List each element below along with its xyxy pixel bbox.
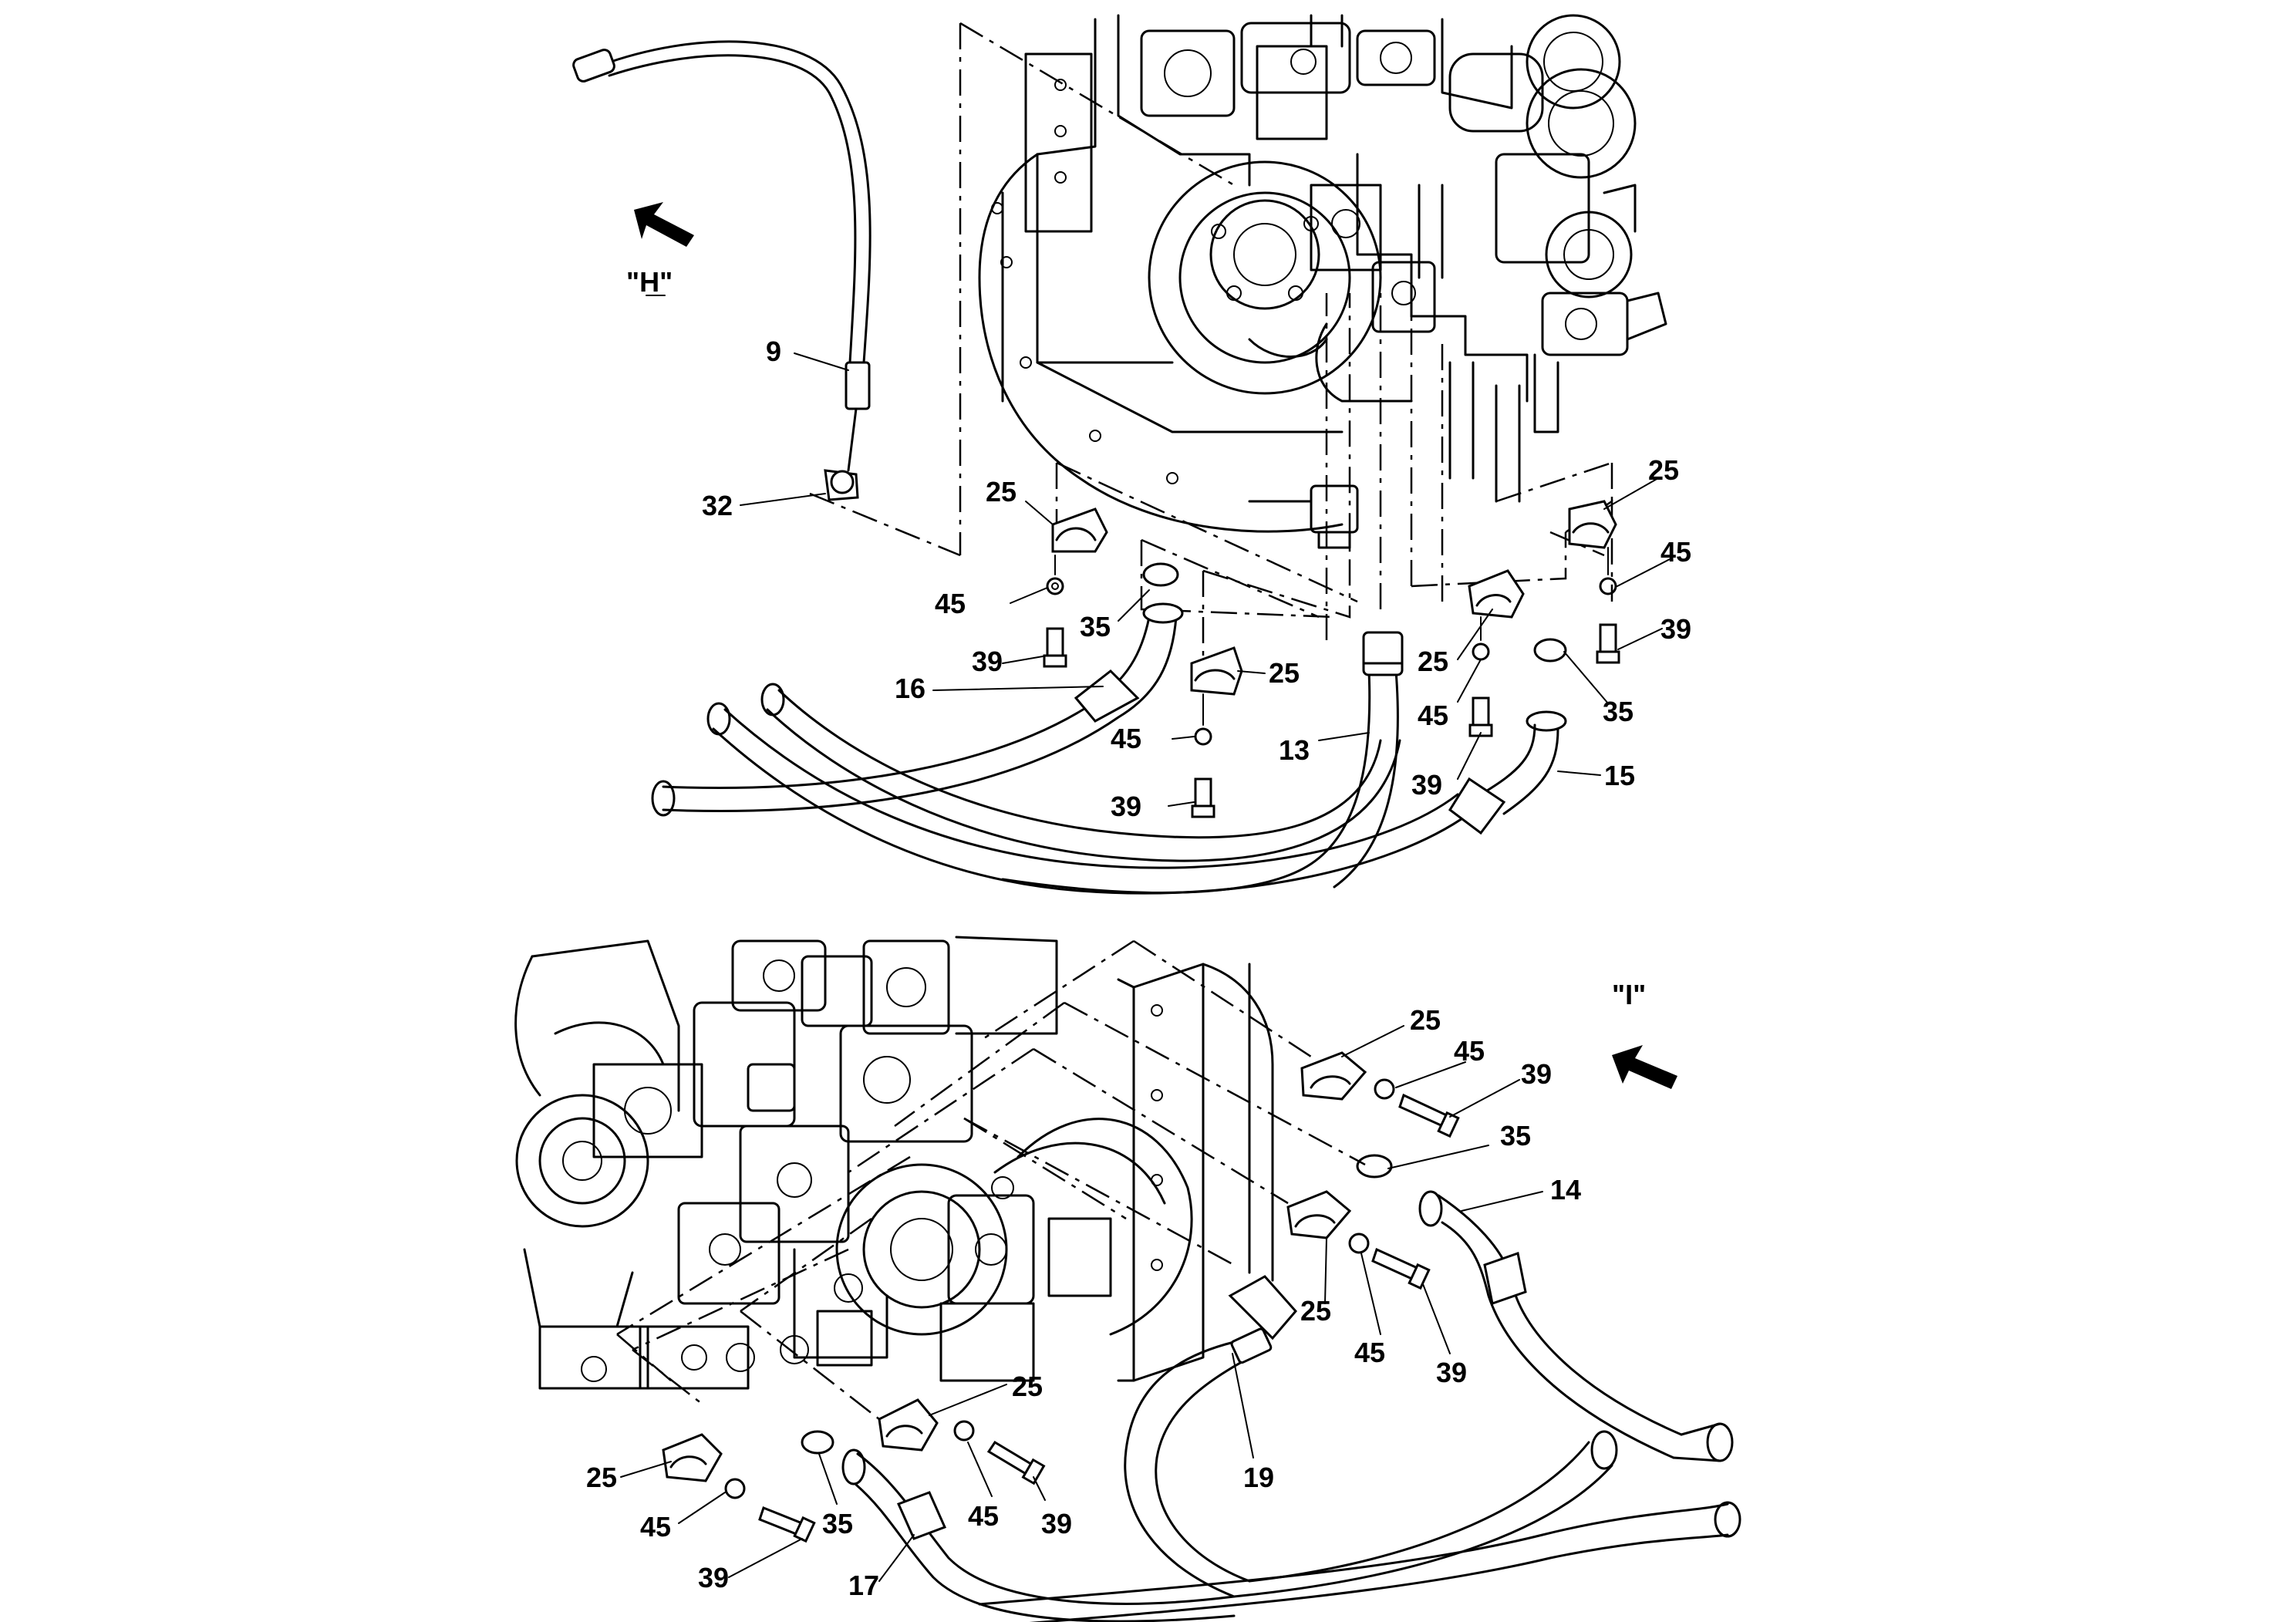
hose-13 <box>1001 631 1404 894</box>
callout-39: 39 <box>1521 1058 1552 1090</box>
callout-45: 45 <box>1454 1035 1485 1067</box>
hose-15 <box>1448 638 1567 835</box>
callout-25: 25 <box>1648 454 1679 486</box>
callout-16: 16 <box>895 673 925 704</box>
hose-16 <box>651 562 1184 817</box>
callout-39: 39 <box>1436 1357 1467 1388</box>
clamp-25-b2 <box>1286 1190 1431 1290</box>
top-view-assembly <box>572 14 1667 895</box>
callout-25: 25 <box>1269 657 1300 689</box>
clamp-25-right-b <box>1568 500 1620 664</box>
callout-45: 45 <box>1418 700 1448 731</box>
callout-19: 19 <box>1243 1462 1274 1493</box>
view-label-i: "I" <box>1612 979 1646 1010</box>
callout-14: 14 <box>1550 1174 1581 1206</box>
clamp-25-mid <box>1190 646 1243 818</box>
clamp-25-b4 <box>662 1433 816 1543</box>
callout-45: 45 <box>640 1511 671 1543</box>
hose-19 <box>1124 1275 1618 1598</box>
callout-25: 25 <box>1418 646 1448 677</box>
callout-35: 35 <box>822 1508 853 1539</box>
callout-45: 45 <box>935 588 966 619</box>
callout-13: 13 <box>1279 734 1310 766</box>
callout-35: 35 <box>1603 696 1633 727</box>
callout-25: 25 <box>1300 1295 1331 1327</box>
bottom-view-assembly <box>514 936 1741 1622</box>
callout-17: 17 <box>848 1570 879 1601</box>
callout-9: 9 <box>766 336 781 367</box>
callout-45: 45 <box>1354 1337 1385 1368</box>
callout-15: 15 <box>1604 760 1635 791</box>
callout-labels: "H" "I" 9 32 25 45 35 39 16 25 45 39 13 … <box>586 266 1691 1601</box>
view-arrow-h-icon <box>634 202 694 247</box>
pump-housing-top <box>978 14 1667 549</box>
callout-35: 35 <box>1500 1120 1531 1152</box>
callout-39: 39 <box>972 646 1003 677</box>
clamp-25-right-a <box>1468 569 1525 737</box>
callout-39: 39 <box>1660 613 1691 645</box>
hose-17 <box>801 1430 1236 1622</box>
callout-39: 39 <box>1041 1508 1072 1539</box>
callout-45: 45 <box>1111 723 1141 754</box>
bottom-leader-lines <box>616 939 1366 1420</box>
callout-25: 25 <box>1410 1004 1441 1036</box>
pump-housing-bottom <box>514 936 1274 1390</box>
callout-45: 45 <box>1660 536 1691 568</box>
view-arrow-i-icon <box>1612 1045 1677 1089</box>
clamp-25-b1 <box>1300 1051 1460 1138</box>
callout-leaders <box>620 352 1671 1582</box>
hose-9 <box>572 40 872 501</box>
top-leader-lines <box>809 22 1613 686</box>
callout-25: 25 <box>586 1462 617 1493</box>
callout-39: 39 <box>698 1562 729 1593</box>
callout-39: 39 <box>1111 791 1141 822</box>
hose-bundle-bottom <box>978 1501 1741 1622</box>
callout-39: 39 <box>1411 769 1442 801</box>
callout-35: 35 <box>1080 611 1111 642</box>
view-label-h: "H" <box>626 266 673 298</box>
callout-25: 25 <box>1012 1371 1043 1402</box>
callout-32: 32 <box>702 490 733 521</box>
callout-25: 25 <box>986 476 1017 508</box>
hose-14 <box>1356 1154 1734 1462</box>
callout-45: 45 <box>968 1500 999 1532</box>
hose-bundle-top <box>706 683 1471 895</box>
clamp-25-b3 <box>878 1398 1046 1485</box>
clamp-25-left <box>1043 508 1108 668</box>
